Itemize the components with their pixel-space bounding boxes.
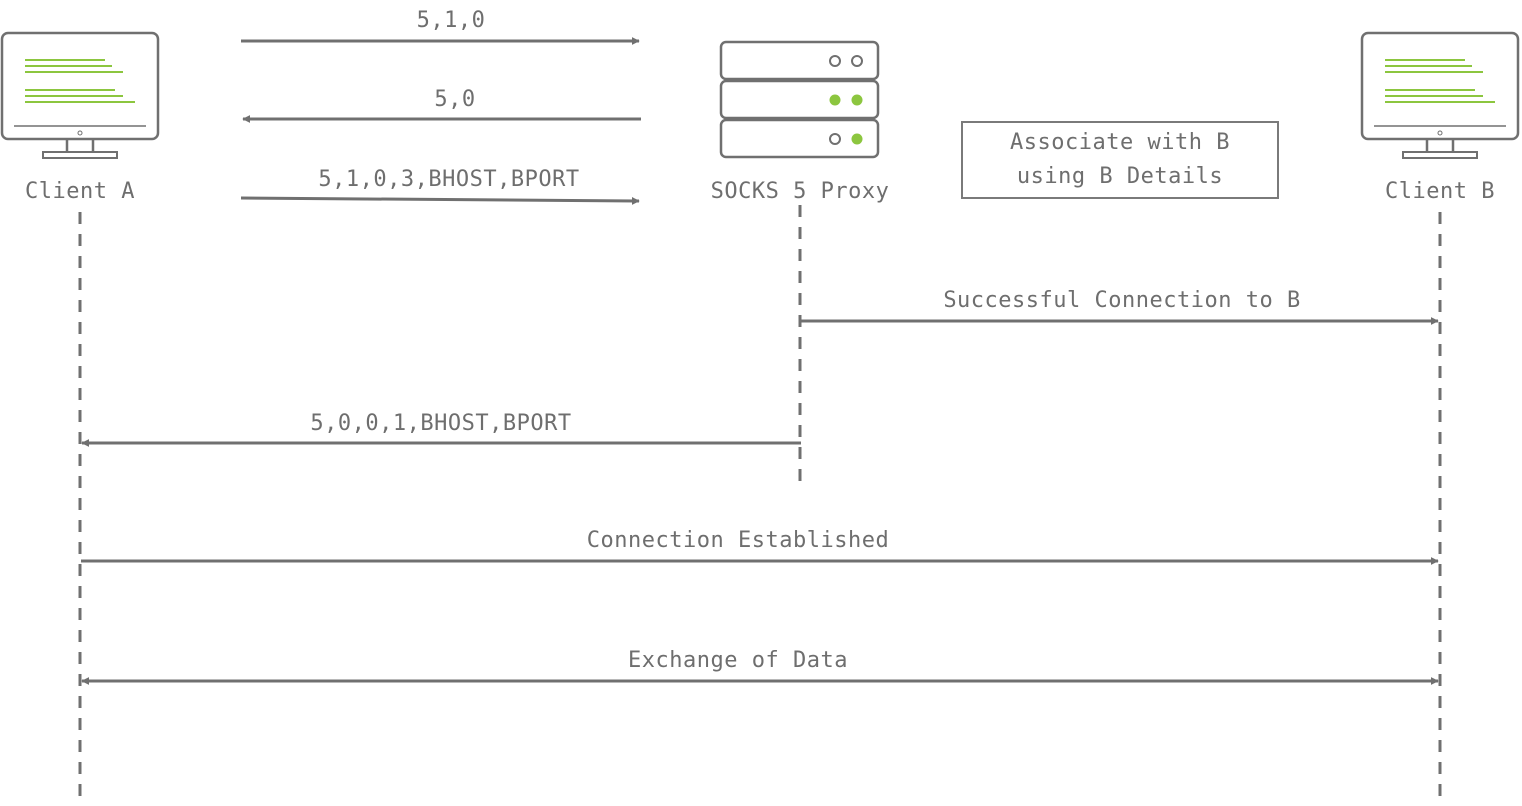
message-label-4: Successful Connection to B xyxy=(943,288,1301,313)
client-b-monitor-icon xyxy=(1360,31,1520,159)
message-label-6: Connection Established xyxy=(586,528,890,553)
proxy-server-icon xyxy=(719,40,880,159)
message-label-3: 5,1,0,3,BHOST,BPORT xyxy=(318,167,580,192)
message-arrow-3 xyxy=(240,196,640,205)
client-b-label: Client B xyxy=(1385,179,1495,204)
client-a-label: Client A xyxy=(25,179,135,204)
message-label-7: Exchange of Data xyxy=(628,648,848,673)
proxy-label: SOCKS 5 Proxy xyxy=(710,179,890,204)
note-box: Associate with B using B Details xyxy=(961,121,1279,199)
client-a-monitor-icon xyxy=(0,31,160,159)
message-label-1: 5,1,0 xyxy=(416,8,486,33)
note-line-1: Associate with B xyxy=(1010,130,1230,155)
message-label-5: 5,0,0,1,BHOST,BPORT xyxy=(310,411,572,436)
message-label-2: 5,0 xyxy=(434,87,476,112)
note-line-2: using B Details xyxy=(1016,164,1224,189)
